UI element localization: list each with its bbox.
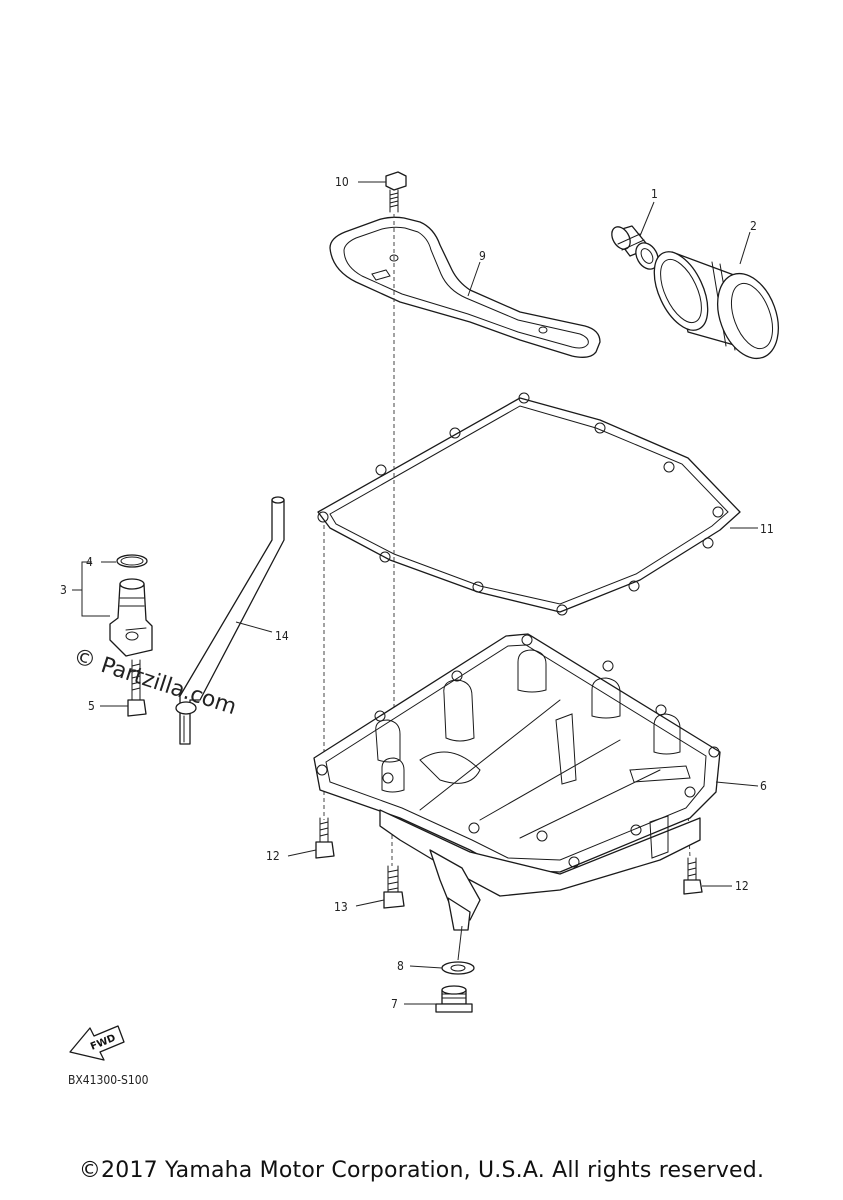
part-5-bolt — [127, 659, 147, 717]
callout-3: 3 — [60, 583, 67, 597]
callout-4: 4 — [86, 555, 93, 569]
part-7-drain-bolt — [435, 985, 473, 1013]
callout-13: 13 — [334, 900, 348, 914]
part-11-gasket — [317, 392, 741, 616]
callout-1: 1 — [651, 187, 658, 201]
part-12-bolt-right — [683, 857, 703, 895]
callout-2: 2 — [750, 219, 757, 233]
callout-10: 10 — [335, 175, 349, 189]
callout-6: 6 — [760, 779, 767, 793]
part-10-bolt — [385, 171, 407, 213]
part-8-washer — [441, 961, 475, 975]
part-14-pipe — [175, 496, 285, 745]
part-12-bolt-left — [315, 817, 335, 859]
leader-lines — [72, 181, 759, 1005]
callout-12-left: 12 — [266, 849, 280, 863]
copyright-notice: ©2017 Yamaha Motor Corporation, U.S.A. A… — [78, 1158, 765, 1183]
callout-9: 9 — [479, 249, 486, 263]
callout-5: 5 — [88, 699, 95, 713]
callout-7: 7 — [391, 997, 398, 1011]
part-9-plate — [329, 216, 601, 358]
callout-11: 11 — [760, 522, 774, 536]
callout-14: 14 — [275, 629, 289, 643]
part-3-strainer — [109, 554, 153, 657]
part-6-oil-pan — [313, 633, 721, 931]
fwd-arrow-icon: FWD — [69, 1025, 125, 1061]
callout-12-right: 12 — [735, 879, 749, 893]
part-13-bolt — [383, 865, 405, 909]
part-2-oil-filter — [653, 251, 779, 360]
callout-8: 8 — [397, 959, 404, 973]
diagram-code: BX41300-S100 — [68, 1073, 149, 1087]
